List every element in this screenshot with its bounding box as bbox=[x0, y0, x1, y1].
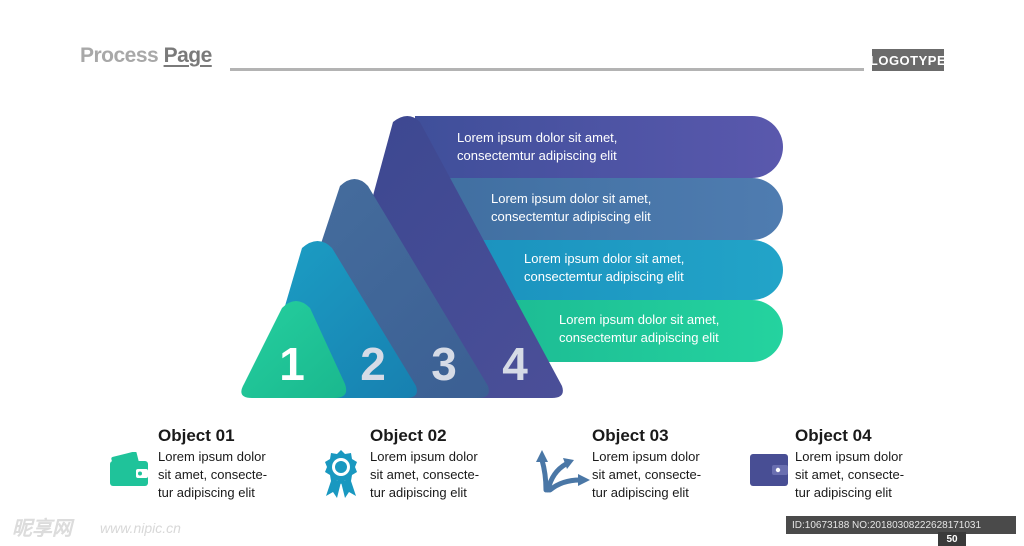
object-03-title: Object 03 bbox=[592, 426, 669, 445]
band-1-line-1: Lorem ipsum dolor sit amet, bbox=[457, 130, 617, 145]
object-04-title: Object 04 bbox=[795, 426, 872, 445]
object-03-description: Lorem ipsum dolor sit amet, consecte- tu… bbox=[592, 448, 722, 502]
step-number-3: 3 bbox=[431, 338, 457, 390]
header-divider bbox=[230, 68, 864, 71]
page-number: 50 bbox=[938, 532, 966, 546]
watermark-url: www.nipic.cn bbox=[100, 520, 181, 536]
object-04-desc-line-3: tur adipiscing elit bbox=[795, 485, 892, 500]
watermark-logo: 昵享网 bbox=[12, 518, 72, 540]
object-04-desc-line-2: sit amet, consecte- bbox=[795, 467, 905, 482]
band-2 bbox=[415, 178, 783, 240]
object-01-desc-line-2: sit amet, consecte- bbox=[158, 467, 268, 482]
object-04-description: Lorem ipsum dolor sit amet, consecte- tu… bbox=[795, 448, 925, 502]
award-badge-icon bbox=[325, 450, 357, 498]
object-01-description: Lorem ipsum dolor sit amet, consecte- tu… bbox=[158, 448, 288, 502]
triangle-step-1 bbox=[241, 301, 347, 398]
band-1 bbox=[415, 116, 783, 178]
band-4-line-1: Lorem ipsum dolor sit amet, bbox=[559, 312, 719, 327]
band-2-line-2: consectemtur adipiscing elit bbox=[491, 209, 651, 224]
image-id-bar: ID:10673188 NO:20180308222628171031 bbox=[786, 516, 1016, 534]
page-title: Process Page bbox=[80, 44, 212, 68]
object-02-desc-line-2: sit amet, consecte- bbox=[370, 467, 480, 482]
step-number-4: 4 bbox=[502, 338, 528, 390]
object-02-description: Lorem ipsum dolor sit amet, consecte- tu… bbox=[370, 448, 500, 502]
page-title-dark: Page bbox=[163, 44, 213, 67]
object-02-title: Object 02 bbox=[370, 426, 447, 445]
purse-icon bbox=[750, 454, 788, 486]
band-4 bbox=[480, 300, 783, 362]
object-02-desc-line-3: tur adipiscing elit bbox=[370, 485, 467, 500]
object-02-desc-line-1: Lorem ipsum dolor bbox=[370, 449, 478, 464]
logotype: LOGOTYPE bbox=[870, 49, 946, 71]
object-03-desc-line-1: Lorem ipsum dolor bbox=[592, 449, 700, 464]
band-4-line-2: consectemtur adipiscing elit bbox=[559, 330, 719, 345]
object-04-desc-line-1: Lorem ipsum dolor bbox=[795, 449, 903, 464]
band-2-line-1: Lorem ipsum dolor sit amet, bbox=[491, 191, 651, 206]
step-number-1: 1 bbox=[279, 338, 305, 390]
object-03-desc-line-3: tur adipiscing elit bbox=[592, 485, 689, 500]
step-number-2: 2 bbox=[360, 338, 386, 390]
object-01-desc-line-3: tur adipiscing elit bbox=[158, 485, 255, 500]
object-01-desc-line-1: Lorem ipsum dolor bbox=[158, 449, 266, 464]
band-1-line-2: consectemtur adipiscing elit bbox=[457, 148, 617, 163]
page-title-light: Process bbox=[80, 44, 164, 67]
split-arrows-icon bbox=[536, 450, 590, 493]
wallet-icon bbox=[110, 452, 148, 486]
object-03-desc-line-2: sit amet, consecte- bbox=[592, 467, 702, 482]
object-01-title: Object 01 bbox=[158, 426, 235, 445]
band-3-line-2: consectemtur adipiscing elit bbox=[524, 269, 684, 284]
band-3-line-1: Lorem ipsum dolor sit amet, bbox=[524, 251, 684, 266]
